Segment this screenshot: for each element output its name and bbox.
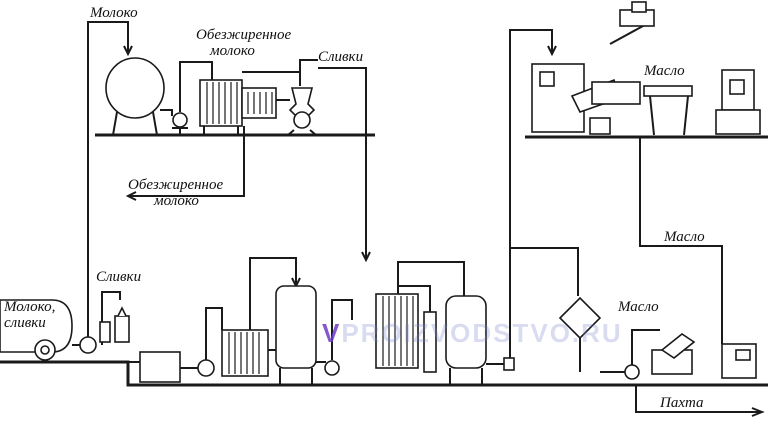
label-milk-top: Молоко bbox=[90, 5, 138, 21]
cream-maturation-tank bbox=[275, 285, 317, 385]
cream-separator bbox=[287, 87, 317, 136]
top-plate-heat-exchanger bbox=[199, 79, 277, 135]
buttermilk-pipe bbox=[635, 384, 760, 413]
label-butter-low: Масло bbox=[618, 299, 659, 315]
watermark: VPROIZVODSTVO.RU bbox=[322, 318, 623, 349]
label-cream-left: Сливки bbox=[96, 269, 142, 285]
label-skim-milk-top-line1: Обезжиренное bbox=[196, 27, 292, 43]
tank-pump bbox=[172, 112, 188, 128]
second-heat-exchanger bbox=[375, 293, 419, 369]
transfer-valve bbox=[503, 357, 515, 371]
feed-pump bbox=[197, 359, 215, 377]
holding-column bbox=[423, 311, 437, 373]
label-butter-top: Масло bbox=[644, 63, 685, 79]
label-skim-milk-out-line1: Обезжиренное bbox=[128, 177, 224, 193]
butter-dosing-hopper bbox=[558, 296, 602, 372]
label-cream-top: Сливки bbox=[318, 49, 364, 65]
label-milk-cream-in-line1: Молоко, bbox=[4, 299, 56, 315]
label-skim-milk-top-line2: молоко bbox=[210, 42, 255, 59]
cream-line bbox=[318, 67, 367, 258]
label-skim-milk-out: Обезжиренное молоко bbox=[128, 177, 224, 210]
ripening-tank bbox=[445, 295, 487, 385]
overhead-crane bbox=[609, 1, 655, 45]
balance-tank bbox=[139, 351, 181, 383]
watermark-text: PROIZVODSTVO.RU bbox=[341, 318, 623, 348]
skim-milk-pipe bbox=[130, 126, 245, 197]
butter-pump bbox=[624, 364, 640, 380]
cream-to-churn-pipe bbox=[509, 29, 553, 358]
milk-storage-tank bbox=[105, 57, 165, 136]
butter-packing-unit-low bbox=[651, 333, 696, 375]
label-skim-milk-out-line2: молоко bbox=[154, 192, 199, 209]
intake-pump bbox=[79, 336, 97, 354]
label-buttermilk: Пахта bbox=[660, 395, 704, 411]
label-milk-cream-in-line2: сливки bbox=[4, 314, 46, 331]
label-skim-milk-top: Обезжиренное молоко bbox=[196, 27, 292, 60]
milk-supply-pipe bbox=[87, 21, 129, 337]
label-milk-cream-in: Молоко, сливки bbox=[4, 299, 56, 332]
butter-table bbox=[643, 85, 693, 136]
cream-pump bbox=[324, 360, 340, 376]
watermark-v: V bbox=[322, 318, 342, 348]
cream-supply-pipe bbox=[101, 291, 121, 345]
butter-line bbox=[639, 137, 723, 344]
pasteurizer bbox=[221, 329, 269, 377]
butter-packer bbox=[721, 343, 757, 379]
intake-filter bbox=[99, 306, 130, 343]
butter-conveyor bbox=[589, 81, 641, 135]
butter-press bbox=[715, 69, 761, 135]
ground-floor-line bbox=[0, 360, 768, 387]
milk-tanker bbox=[0, 299, 73, 361]
label-butter-mid: Масло bbox=[664, 229, 705, 245]
